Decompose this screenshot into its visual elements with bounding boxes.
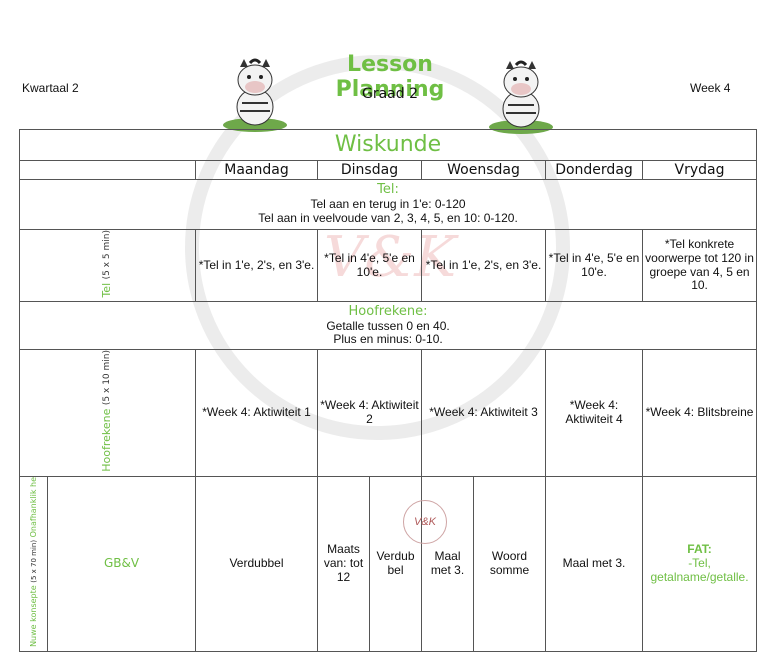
tel-thursday: *Tel in 4'e, 5'e en 10'e. [545,228,643,303]
hoofrekene-line-2: Plus en minus: 0-10. [333,332,443,347]
nuwe-duration: (5 x 70 min) [29,539,38,583]
day-header: Dinsdag [317,160,422,180]
hoofrekene-wednesday: *Week 4: Aktiwiteit 3 [421,349,546,477]
tel-monday: *Tel in 1'e, 2's, en 3'e. [195,228,318,303]
tel-summary: Tel: Tel aan en terug in 1'e: 0-120 Tel … [18,179,758,230]
nuwe-friday: FAT: -Tel, getalname/getalle. [641,475,758,652]
fat-body: -Tel, getalname/getalle. [650,555,749,584]
tel-label: Tel [100,282,114,298]
day-header: Woensdag [421,160,546,180]
hoofrekene-summary: Hoofrekene: Getalle tussen 0 en 40. Plus… [18,301,758,351]
tel-heading: Tel: [377,182,399,198]
hoofrekene-friday: *Week 4: Blitsbreine [641,349,758,477]
nuwe-monday: Verdubbel [195,475,318,652]
hoofrekene-duration: (5 x 10 min) [102,350,113,406]
fat-title: FAT: [687,542,712,557]
nuwe-topic: GB&V [47,475,196,652]
day-header: Donderdag [545,160,643,180]
hoofrekene-row-label: Hoofrekene (5 x 10 min) [19,349,196,477]
nuwe-label: Nuwe konsepte [28,585,38,647]
brand-logo: V&K [403,500,447,544]
hoofrekene-line-1: Getalle tussen 0 en 40. [326,318,450,333]
nuwe-wednesday-b: Woord somme [473,475,546,652]
tel-line-1: Tel aan en terug in 1'e: 0-120 [310,197,466,212]
zebra-illustration [223,58,287,132]
nuwe-label-2: Onafhanklik he [28,476,38,538]
empty-header-cell [19,160,196,180]
tel-friday: *Tel konkrete voorwerpe tot 120 in groep… [641,228,758,303]
hoofrekene-label: Hoofrekene [100,408,114,473]
term-label: Kwartaal 2 [22,81,79,95]
week-label: Week 4 [690,81,731,95]
nuwe-row-label: Nuwe konsepte (5 x 70 min) Onafhanklik h… [19,475,48,652]
hoofrekene-monday: *Week 4: Aktiwiteit 1 [195,349,318,477]
nuwe-tuesday-a: Maats van: tot 12 [317,475,370,652]
zebra-illustration [489,60,553,134]
hoofrekene-tuesday: *Week 4: Aktiwiteit 2 [317,349,422,477]
day-header: Vrydag [641,160,758,180]
subject-heading: Wiskunde [18,129,758,161]
tel-row-label: Tel (5 x 5 min) [19,228,196,303]
day-header: Maandag [195,160,318,180]
tel-tuesday: *Tel in 4'e, 5'e en 10'e. [317,228,422,303]
hoofrekene-heading: Hoofrekene: [348,303,428,319]
tel-wednesday: *Tel in 1'e, 2's, en 3'e. [421,228,546,303]
hoofrekene-thursday: *Week 4: Aktiwiteit 4 [545,349,643,477]
grade-label: Graad 2 [361,86,418,102]
lesson-plan-table: Wiskunde Maandag Dinsdag Woensdag Donder… [18,129,758,652]
tel-duration: (5 x 5 min) [102,230,113,280]
tel-line-2: Tel aan in veelvoude van 2, 3, 4, 5, en … [258,210,518,225]
page-title: Lesson Planning [335,52,445,102]
nuwe-thursday: Maal met 3. [545,475,643,652]
